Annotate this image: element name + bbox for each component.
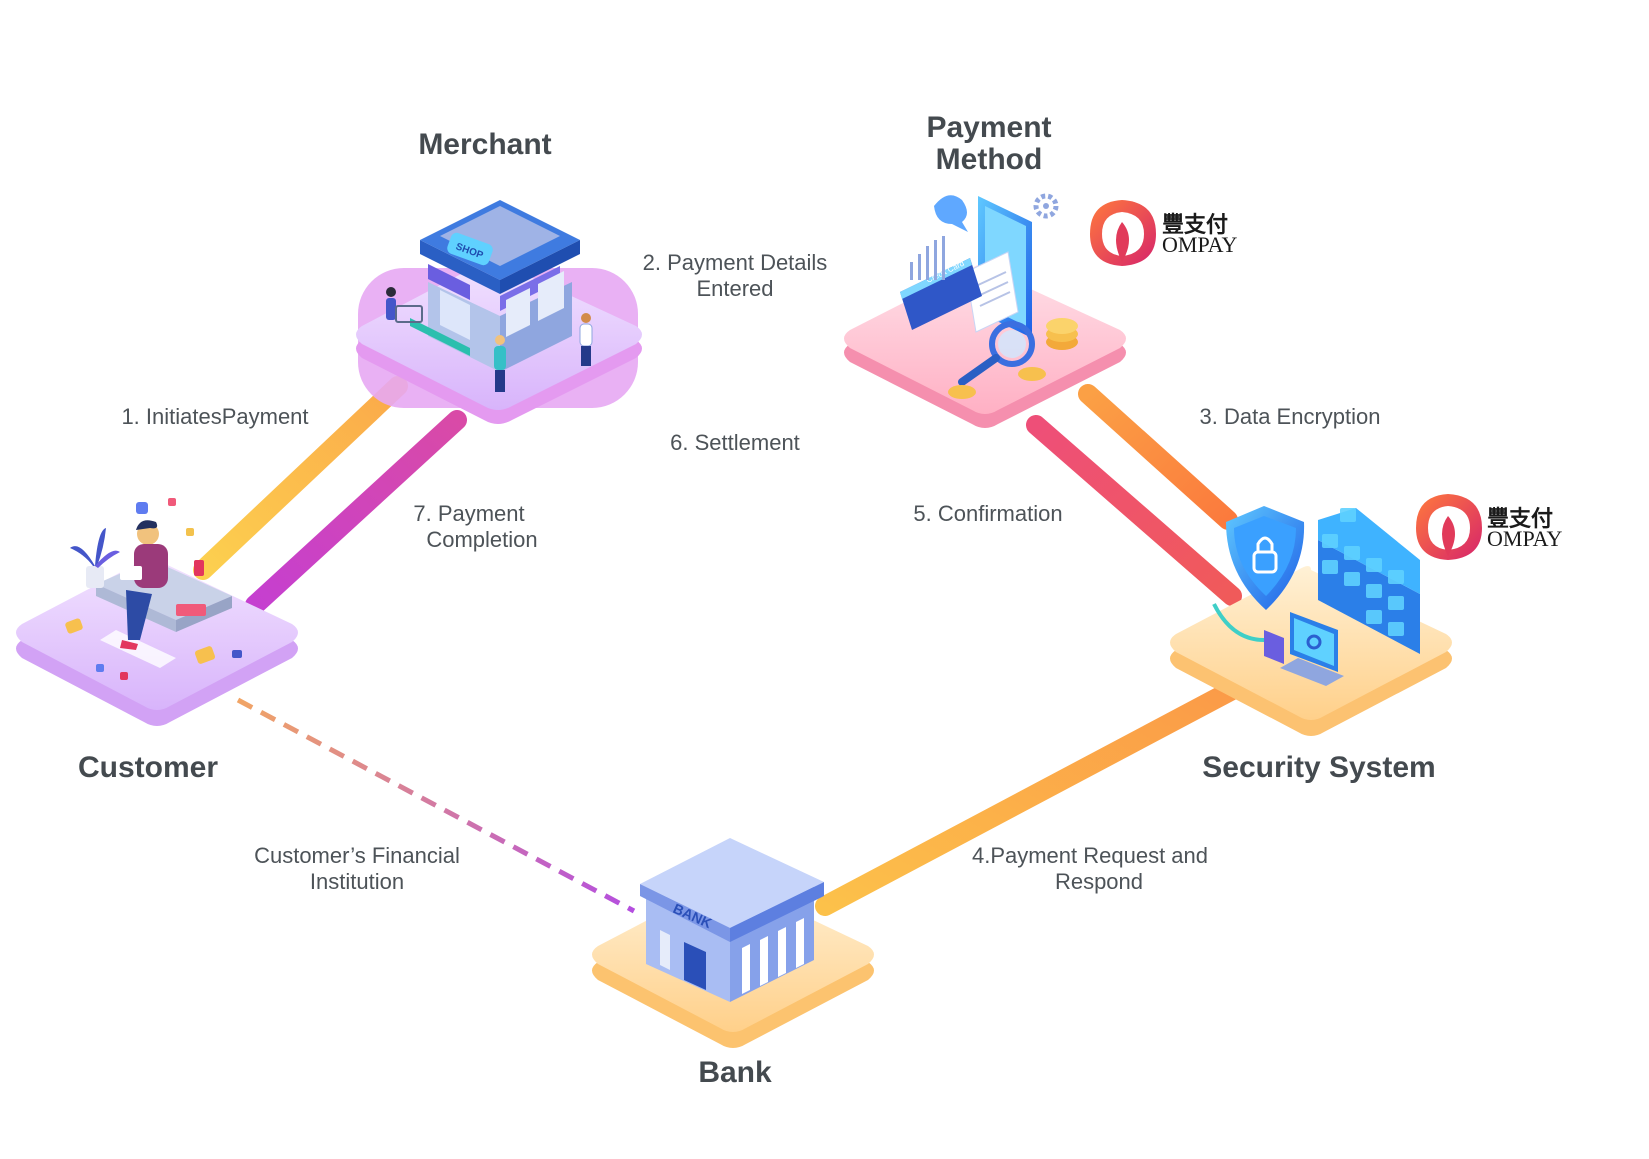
bank-building-illustration: BANK xyxy=(640,606,824,1002)
edge-label-payment-details-line2: Entered xyxy=(696,276,773,301)
edge-payment-completion-line xyxy=(245,410,467,615)
security-illustration xyxy=(1212,506,1420,686)
security-system-node xyxy=(1170,506,1452,736)
edge-confirmation-line xyxy=(1026,415,1242,606)
ompay-logo-english: OMPAY xyxy=(1487,526,1563,551)
edge-label-confirmation: 5. Confirmation xyxy=(913,501,1062,526)
edge-label-payment-request-line1: 4.Payment Request and xyxy=(972,843,1208,868)
ompay-logo-chinese: 豐支付 xyxy=(1487,506,1553,532)
customer-node xyxy=(16,498,298,726)
security-system-title: Security System xyxy=(1202,751,1435,784)
customer-illustration xyxy=(65,498,242,680)
customer-title: Customer xyxy=(78,751,218,784)
payment-method-node: Credit Card xyxy=(844,193,1126,428)
edge-initiates-payment-line xyxy=(193,376,408,580)
merchant-title: Merchant xyxy=(418,128,551,161)
edge-label-financial-institution-line2: Institution xyxy=(310,869,404,894)
edge-label-financial-institution-line1: Customer’s Financial xyxy=(254,843,460,868)
bank-node: BANK xyxy=(592,606,874,1048)
ompay-logo-english: OMPAY xyxy=(1162,232,1238,257)
payment-illustration: Credit Card xyxy=(900,193,1078,399)
edge-label-data-encryption: 3. Data Encryption xyxy=(1200,404,1381,429)
edge-label-payment-completion-line1: 7. Payment xyxy=(413,501,524,526)
payment-method-title-line1: Payment xyxy=(926,111,1051,144)
bank-title: Bank xyxy=(698,1056,772,1089)
edge-label-settlement: 6. Settlement xyxy=(670,430,800,455)
edge-financial-institution-line xyxy=(236,697,636,914)
ompay-logo-security: 豐支付 OMPAY xyxy=(1416,494,1563,560)
edge-payment-request-line xyxy=(815,678,1246,916)
edge-label-payment-request-line2: Respond xyxy=(1055,869,1143,894)
gear-icon xyxy=(1033,193,1059,219)
merchant-node: SHOP xyxy=(356,200,642,424)
edge-label-initiates-payment: 1. InitiatesPayment xyxy=(121,404,308,429)
payment-method-title-line2: Method xyxy=(936,143,1043,176)
key-icon xyxy=(1306,634,1322,650)
edge-data-encryption-line xyxy=(1078,384,1238,530)
edge-label-payment-details-line1: 2. Payment Details xyxy=(643,250,828,275)
ompay-logo-payment: 豐支付 OMPAY xyxy=(1090,200,1238,266)
edge-label-payment-completion-line2: Completion xyxy=(426,527,537,552)
ompay-logo-chinese: 豐支付 xyxy=(1162,212,1228,238)
connectors xyxy=(193,321,1246,916)
shop-illustration: SHOP xyxy=(386,200,593,392)
lock-icon xyxy=(1252,550,1278,574)
